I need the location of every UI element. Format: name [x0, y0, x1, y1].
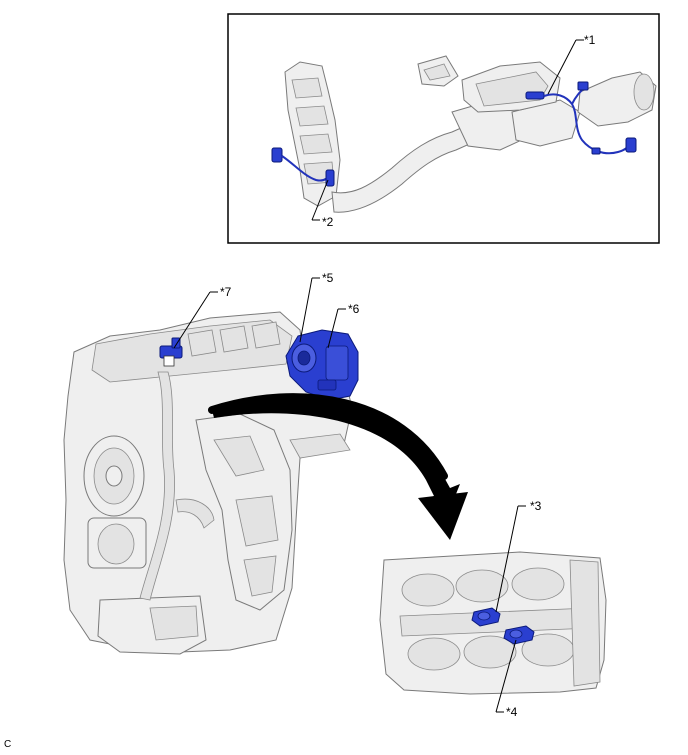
exhaust-manifold — [284, 61, 341, 207]
knock-sensor-1 — [471, 607, 501, 627]
oxygen-sensor-2 — [271, 147, 335, 187]
engine-exhaust-manifold — [195, 413, 293, 611]
callout-2: *2 — [322, 215, 334, 229]
figure-code: C — [4, 739, 12, 750]
ac-compressor — [87, 517, 147, 569]
callout-1: *1 — [584, 33, 596, 47]
catalytic-converter — [417, 55, 561, 113]
leader-4 — [495, 639, 517, 713]
callout-4: *4 — [506, 705, 518, 719]
knock-sensor-2 — [503, 625, 535, 645]
callout-6: *6 — [348, 302, 360, 316]
callout-3: *3 — [530, 499, 542, 513]
alternator — [83, 435, 145, 517]
direction-arrow — [208, 393, 468, 540]
leader-3 — [495, 505, 519, 613]
knock-sensor-inset: *3 *4 — [379, 499, 607, 719]
leader-6 — [327, 308, 339, 349]
exhaust-inset: *1 *2 — [227, 13, 660, 244]
camshaft-timing-component — [159, 337, 183, 367]
callout-5: *5 — [322, 271, 334, 285]
rear-converter — [577, 71, 657, 127]
leader-2 — [311, 179, 329, 221]
callout-7: *7 — [220, 285, 232, 299]
leader-5 — [299, 277, 313, 343]
throttle-body-assembly — [285, 329, 359, 401]
leader-7 — [173, 291, 211, 349]
oxygen-sensor-1 — [525, 81, 637, 155]
engine-assembly: *5 *6 *7 — [63, 271, 360, 655]
leader-1 — [547, 39, 577, 95]
